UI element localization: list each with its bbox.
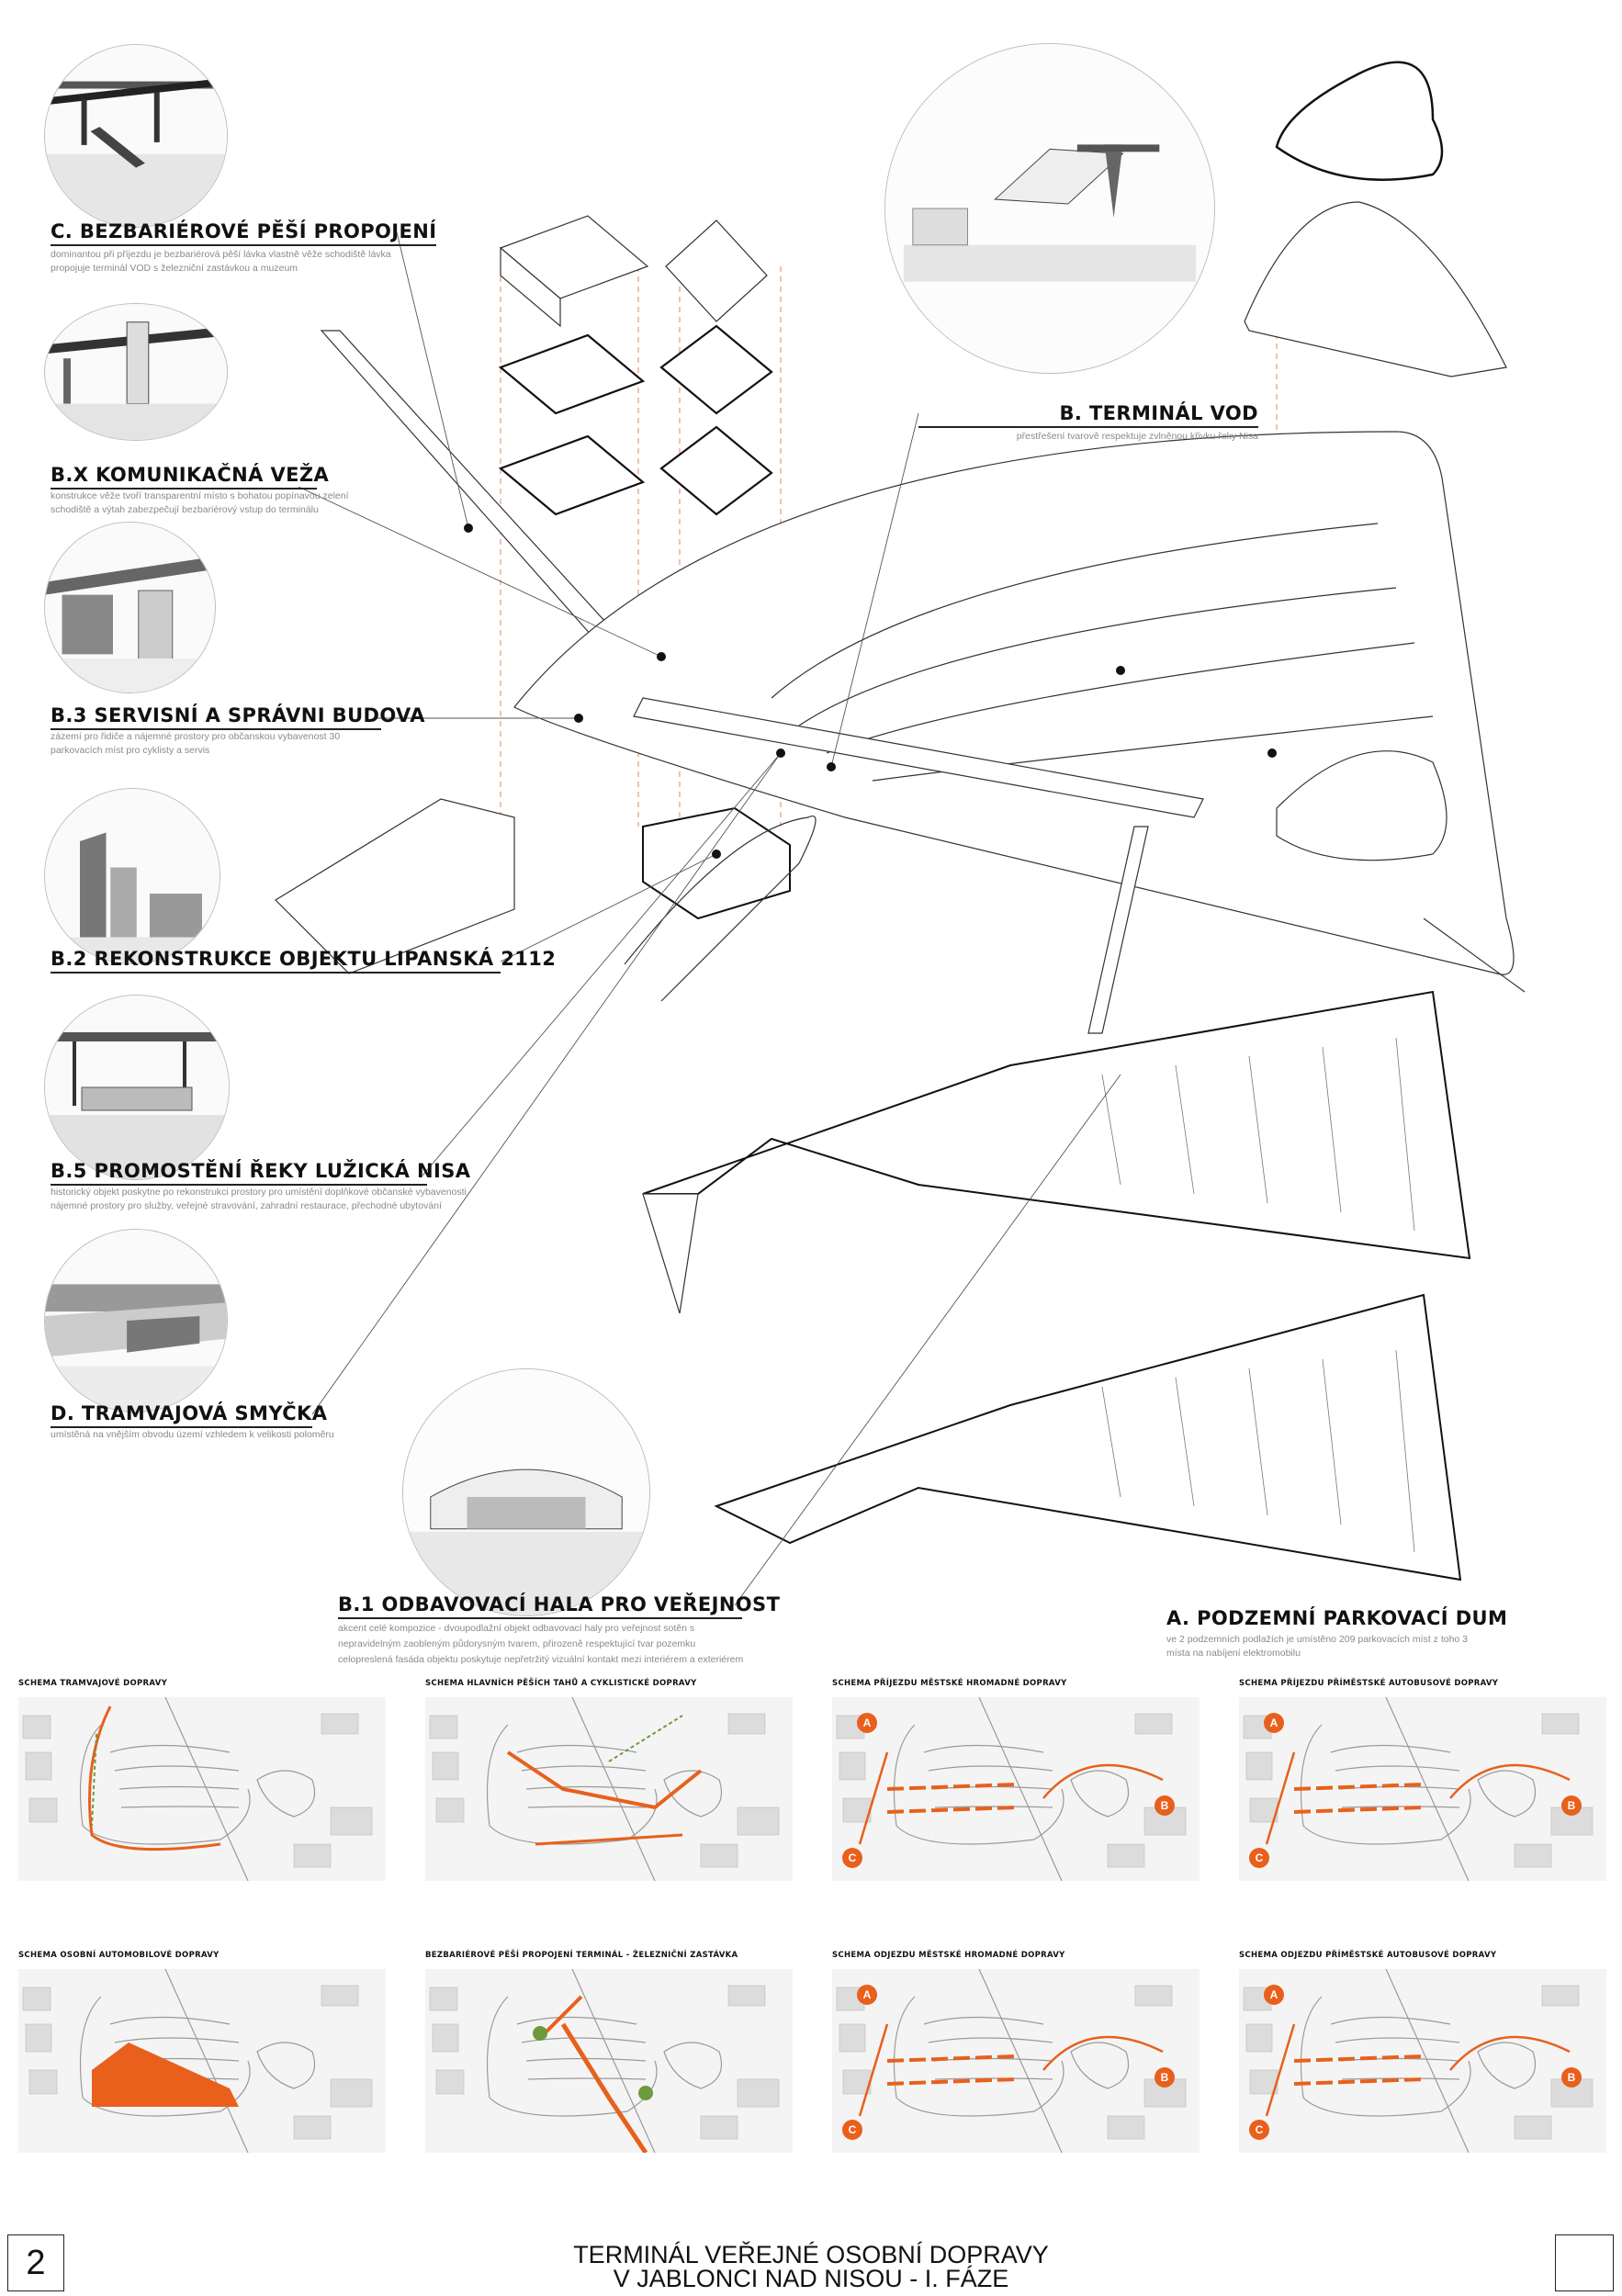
photo-service-building — [44, 522, 216, 693]
label-river-bridging: B.5 PROMOSTĚNÍ ŘEKY LUŽICKÁ NISA histori… — [51, 1160, 471, 1213]
schema-title: SCHEMA PŘÍJEZDU PŘÍMĚSTSKÉ AUTOBUSOVÉ DO… — [1239, 1679, 1499, 1688]
schema-title: BEZBARIÉROVÉ PĚŠÍ PROPOJENÍ TERMINÁL - Ž… — [425, 1951, 738, 1960]
page-number: 2 — [26, 2244, 46, 2282]
label-service-building: B.3 SERVISNÍ A SPRÁVNI BUDOVA zázemí pro… — [51, 704, 425, 758]
label-title: B.X KOMUNIKAČNÁ VEŽA — [51, 464, 330, 486]
schema-title: SCHEMA OSOBNÍ AUTOMOBILOVÉ DOPRAVY — [18, 1951, 220, 1960]
route-marker-c: C — [1249, 1848, 1269, 1868]
label-title: B.5 PROMOSTĚNÍ ŘEKY LUŽICKÁ NISA — [51, 1160, 471, 1182]
route-marker-a: A — [1264, 1985, 1284, 2005]
schema-map — [425, 1969, 793, 2153]
schema-map — [18, 1969, 386, 2153]
label-title: B.2 REKONSTRUKCE OBJEKTU LIPANSKÁ 2112 — [51, 948, 557, 970]
schema-map: A B C — [832, 1697, 1200, 1881]
route-marker-a: A — [1264, 1713, 1284, 1733]
label-title: B. TERMINÁL VOD — [1059, 402, 1258, 424]
label-title: C. BEZBARIÉROVÉ PĚŠÍ PROPOJENÍ — [51, 220, 437, 242]
schema-map — [425, 1697, 793, 1881]
schema-map: A B C — [1239, 1969, 1606, 2153]
route-marker-b: B — [1561, 2067, 1582, 2088]
footer-title-line1: TERMINÁL VEŘEJNÉ OSOBNÍ DOPRAVY — [573, 2241, 1049, 2268]
photo-tower — [44, 303, 228, 441]
schema-title: SCHEMA TRAMVAJOVÉ DOPRAVY — [18, 1679, 168, 1688]
label-description: umístěná na vnějším obvodu území vzhlede… — [51, 1429, 334, 1440]
route-marker-a: A — [857, 1713, 877, 1733]
label-communication-tower: B.X KOMUNIKAČNÁ VEŽA konstrukce věže tvo… — [51, 464, 349, 517]
photo-terminal — [884, 43, 1215, 374]
label-description: akcent celé kompozice - dvoupodlažní obj… — [338, 1623, 744, 1665]
label-description: ve 2 podzemních podlažích je umístěno 20… — [1166, 1634, 1469, 1659]
schema-title: SCHEMA HLAVNÍCH PĚŠÍCH TAHŮ A CYKLISTICK… — [425, 1679, 697, 1688]
schema-map: A B C — [832, 1969, 1200, 2153]
route-marker-b: B — [1155, 1795, 1175, 1816]
route-marker-b: B — [1155, 2067, 1175, 2088]
route-marker-c: C — [842, 1848, 862, 1868]
label-title: D. TRAMVAJOVÁ SMYČKA — [51, 1402, 328, 1424]
label-description: dominantou při příjezdu je bezbariérová … — [51, 249, 391, 274]
footer-title-line2: V JABLONCI NAD NISOU - I. FÁZE — [613, 2265, 1009, 2292]
label-checkin-hall: B.1 ODBAVOVACÍ HALA PRO VEŘEJNOST akcent… — [338, 1593, 781, 1668]
label-pedestrian-connection: C. BEZBARIÉROVÉ PĚŠÍ PROPOJENÍ dominanto… — [51, 220, 436, 276]
photo-hall — [402, 1368, 650, 1616]
label-description: konstrukce věže tvoří transparentní míst… — [51, 490, 349, 515]
label-tram-loop: D. TRAMVAJOVÁ SMYČKA umístěná na vnějším… — [51, 1402, 334, 1442]
label-description: historický objekt poskytne po rekonstruk… — [51, 1187, 469, 1211]
photo-river-bridging — [44, 995, 230, 1180]
page-number-box: 2 — [7, 2234, 64, 2291]
schema-title: SCHEMA PŘÍJEZDU MĚSTSKÉ HROMADNÉ DOPRAVY — [832, 1679, 1067, 1688]
label-description: zázemí pro řidiče a nájemné prostory pro… — [51, 731, 341, 756]
route-marker-a: A — [857, 1985, 877, 2005]
label-underground-parking: A. PODZEMNÍ PARKOVACÍ DUM ve 2 podzemníc… — [1166, 1607, 1508, 1660]
label-title: B.3 SERVISNÍ A SPRÁVNI BUDOVA — [51, 704, 425, 726]
label-lipanska-reconstruction: B.2 REKONSTRUKCE OBJEKTU LIPANSKÁ 2112 — [51, 948, 557, 974]
footer-empty-box — [1555, 2234, 1614, 2291]
route-marker-c: C — [1249, 2120, 1269, 2140]
route-marker-b: B — [1561, 1795, 1582, 1816]
schema-map: A B C — [1239, 1697, 1606, 1881]
photo-lipanska-2112 — [44, 788, 220, 964]
axonometric-drawing — [275, 61, 1526, 1606]
label-description: přestřešení tvarově respektuje zvlněnou … — [1016, 431, 1258, 442]
route-marker-c: C — [842, 2120, 862, 2140]
label-title: B.1 ODBAVOVACÍ HALA PRO VEŘEJNOST — [338, 1593, 781, 1615]
label-title: A. PODZEMNÍ PARKOVACÍ DUM — [1166, 1607, 1508, 1629]
schema-title: SCHEMA ODJEZDU PŘÍMĚSTSKÉ AUTOBUSOVÉ DOP… — [1239, 1951, 1497, 1960]
schema-title: SCHEMA ODJEZDU MĚSTSKÉ HROMADNÉ DOPRAVY — [832, 1951, 1065, 1960]
schema-map — [18, 1697, 386, 1881]
label-terminal-vod: B. TERMINÁL VOD přestřešení tvarově resp… — [918, 402, 1258, 444]
